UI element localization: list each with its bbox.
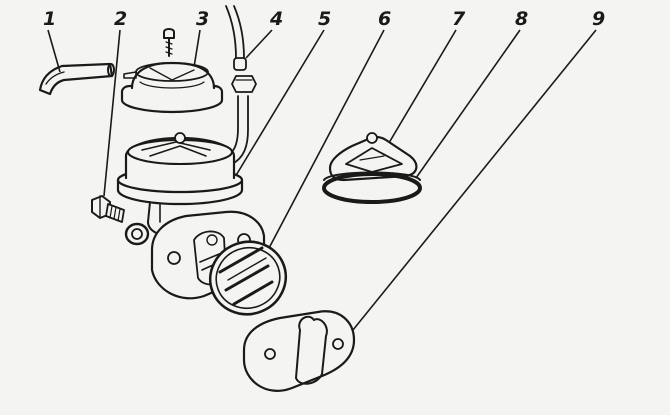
- part-4-pipe: [213, 5, 257, 169]
- part-2-bolt-washer: [91, 195, 150, 246]
- part-1-hose: [38, 62, 115, 96]
- leader-9: [339, 29, 597, 347]
- callout-8: 8: [515, 8, 528, 30]
- leader-4: [245, 29, 273, 59]
- callout-6: 6: [378, 8, 391, 30]
- callout-5: 5: [318, 8, 331, 30]
- part-3-top-cover: [120, 28, 224, 114]
- callout-1: 1: [43, 8, 56, 30]
- leader-7: [379, 29, 457, 159]
- part-6-filter-ring: [208, 240, 288, 316]
- callout-3: 3: [196, 8, 209, 30]
- callout-9: 9: [592, 8, 605, 30]
- callout-2: 2: [114, 8, 127, 30]
- leader-6: [267, 29, 385, 251]
- part-8-gasket-ring: [322, 171, 422, 204]
- callout-4: 4: [269, 8, 283, 30]
- part-5-pump-body: [116, 132, 244, 237]
- leader-2: [103, 29, 121, 197]
- leader-8: [415, 29, 521, 179]
- callout-7: 7: [452, 8, 466, 30]
- leader-lines: [47, 29, 597, 347]
- part-9-flat-gasket: [242, 310, 356, 392]
- leader-1: [47, 29, 61, 73]
- leader-5: [231, 29, 325, 183]
